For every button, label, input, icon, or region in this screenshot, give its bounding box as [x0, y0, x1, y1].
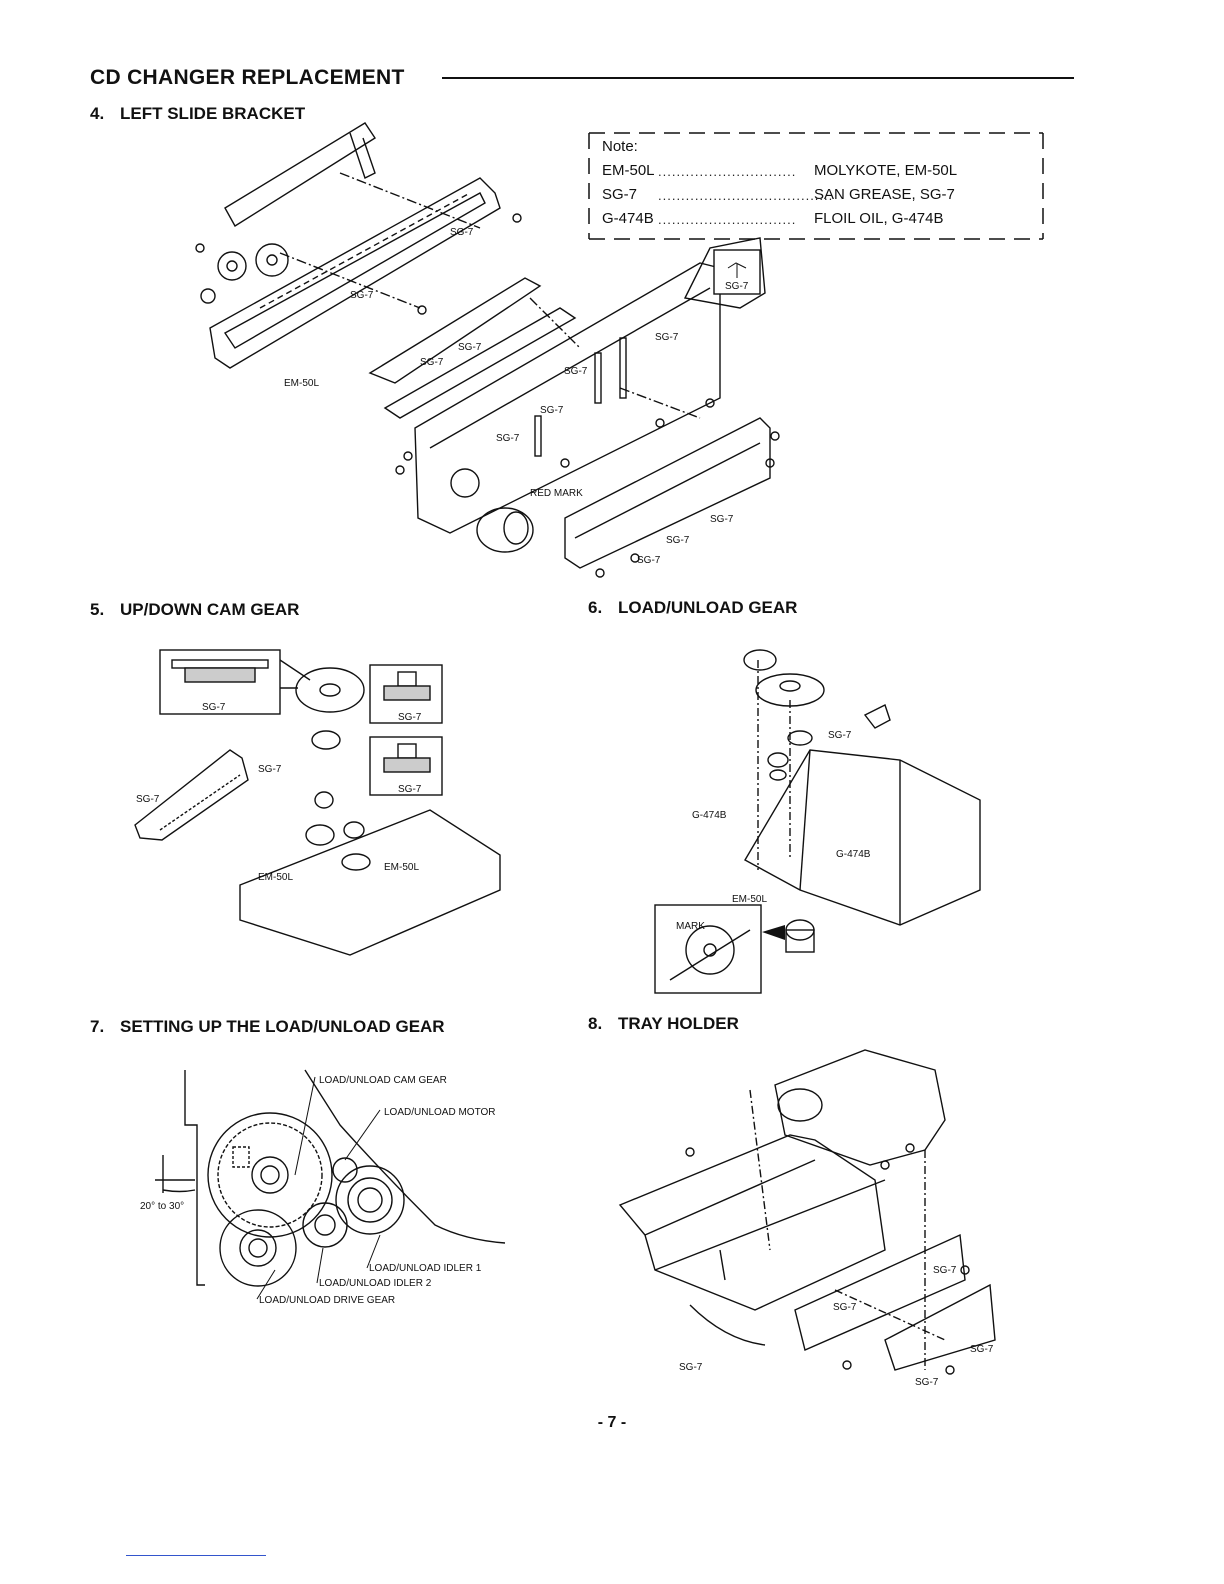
lubricant-note-box: Note: EM-50L ...........................…	[588, 132, 1044, 240]
sg7-label: SG-7	[679, 1362, 703, 1373]
sg7-label: SG-7	[540, 405, 564, 416]
sg7-label: SG-7	[496, 433, 520, 444]
section-number: 8.	[588, 1014, 603, 1033]
note-leader-dots: ......................................	[658, 188, 834, 203]
load-unload-gear-setup-diagram: LOAD/UNLOAD CAM GEAR LOAD/UNLOAD MOTOR L…	[140, 1069, 506, 1306]
right-bracket	[564, 417, 771, 569]
load-unload-gear-diagram: SG-7 G-474B G-474B EM-50L MARK	[654, 649, 981, 994]
em50l-label: EM-50L	[384, 862, 419, 873]
sg7-detail-box	[159, 649, 281, 715]
idler-1	[335, 1165, 405, 1235]
sg7-label: SG-7	[398, 712, 422, 723]
left-slide-bracket-diagram: SG-7 SG-7 SG-7 SG-7 SG-7 SG-7 SG-7 SG-7 …	[195, 122, 780, 578]
note-box-border	[588, 132, 1044, 240]
top-mechanism	[774, 1049, 946, 1166]
cam-gear-label: LOAD/UNLOAD CAM GEAR	[319, 1075, 447, 1086]
sg7-label: SG-7	[655, 332, 679, 343]
cam-plate	[368, 277, 542, 384]
g474b-label: G-474B	[692, 810, 727, 821]
gear-large-left	[217, 251, 247, 281]
note-leader-dots: ..............................	[658, 164, 797, 179]
page-number: - 7 -	[597, 1414, 627, 1431]
sg7-label: SG-7	[970, 1344, 994, 1355]
main-frame	[414, 262, 721, 534]
sg7-label: SG-7	[350, 290, 374, 301]
section-title: TRAY HOLDER	[618, 1014, 739, 1033]
left-bracket	[209, 177, 501, 369]
sg7-label: SG-7	[398, 784, 422, 795]
angle-label: 20° to 30°	[140, 1201, 184, 1212]
section-8-heading: 8. TRAY HOLDER	[588, 1014, 739, 1034]
page-title: CD CHANGER REPLACEMENT	[90, 66, 405, 89]
footer-link-underline[interactable]	[126, 1555, 266, 1556]
chassis-frame	[744, 749, 981, 926]
section-number: 4.	[90, 104, 105, 123]
sg7-label: SG-7	[450, 227, 474, 238]
gear-large-right	[255, 243, 289, 277]
mark-detail-box	[654, 904, 762, 994]
end-bracket	[884, 1283, 996, 1371]
idler-2-label: LOAD/UNLOAD IDLER 2	[319, 1278, 432, 1289]
roller	[476, 507, 534, 553]
section-title: SETTING UP THE LOAD/UNLOAD GEAR	[120, 1017, 445, 1036]
sg7-label: SG-7	[933, 1265, 957, 1276]
sg7-label: SG-7	[666, 535, 690, 546]
note-code: SG-7	[602, 186, 638, 203]
sg7-detail-box	[369, 736, 443, 796]
section-title: LEFT SLIDE BRACKET	[120, 104, 306, 123]
mark-label: MARK	[676, 921, 705, 932]
tray-holder-diagram: SG-7 SG-7 SG-7 SG-7 SG-7	[618, 1049, 996, 1388]
section-5-heading: 5. UP/DOWN CAM GEAR	[90, 600, 299, 620]
em50l-label: EM-50L	[258, 872, 293, 883]
idler-1-label: LOAD/UNLOAD IDLER 1	[369, 1263, 482, 1274]
up-down-cam-gear-diagram: SG-7 SG-7 SG-7 SG-7 SG-7 EM-50L EM-50L	[134, 649, 501, 956]
section-7-heading: 7. SETTING UP THE LOAD/UNLOAD GEAR	[90, 1017, 445, 1037]
em50l-label: EM-50L	[284, 378, 319, 389]
section-4-heading: 4. LEFT SLIDE BRACKET	[90, 104, 305, 124]
sg7-label: SG-7	[420, 357, 444, 368]
tray-holder	[618, 1134, 886, 1311]
note-leader-dots: ..............................	[658, 212, 797, 227]
title-rule	[442, 77, 1074, 79]
sg7-label: SG-7	[710, 514, 734, 525]
sg7-label: SG-7	[833, 1302, 857, 1313]
rack-arm	[134, 749, 249, 841]
sg7-label: SG-7	[564, 366, 588, 377]
red-mark-label: RED MARK	[530, 488, 583, 499]
section-number: 6.	[588, 598, 603, 617]
sg7-detail-box	[369, 664, 443, 724]
chassis-base	[239, 809, 501, 956]
note-code: EM-50L	[602, 162, 655, 179]
sg7-label: SG-7	[828, 730, 852, 741]
sg7-label: SG-7	[637, 555, 661, 566]
section-6-heading: 6. LOAD/UNLOAD GEAR	[588, 598, 797, 618]
drive-gear-label: LOAD/UNLOAD DRIVE GEAR	[259, 1295, 395, 1306]
sg7-label: SG-7	[915, 1377, 939, 1388]
note-description: FLOIL OIL, G-474B	[814, 210, 944, 227]
motor-pinion	[332, 1157, 358, 1183]
section-title: LOAD/UNLOAD GEAR	[618, 598, 798, 617]
g474b-label: G-474B	[836, 849, 871, 860]
idler-2	[302, 1202, 348, 1248]
cam-gear	[295, 667, 365, 713]
motor-label: LOAD/UNLOAD MOTOR	[384, 1107, 496, 1118]
right-rail	[794, 1233, 966, 1351]
section-number: 5.	[90, 600, 105, 619]
sg7-label: SG-7	[136, 794, 160, 805]
section-number: 7.	[90, 1017, 105, 1036]
section-title: UP/DOWN CAM GEAR	[120, 600, 300, 619]
note-code: G-474B	[602, 210, 654, 227]
sg7-label: SG-7	[258, 764, 282, 775]
slider-bar	[224, 122, 376, 227]
drive-gear	[219, 1209, 297, 1287]
sg7-label: SG-7	[725, 281, 749, 292]
sg7-label: SG-7	[458, 342, 482, 353]
note-description: MOLYKOTE, EM-50L	[814, 162, 958, 179]
note-description: SAN GREASE, SG-7	[814, 186, 955, 203]
cam-gear	[207, 1112, 333, 1238]
sg7-label: SG-7	[202, 702, 226, 713]
em50l-label: EM-50L	[732, 894, 767, 905]
note-heading: Note:	[602, 138, 638, 155]
